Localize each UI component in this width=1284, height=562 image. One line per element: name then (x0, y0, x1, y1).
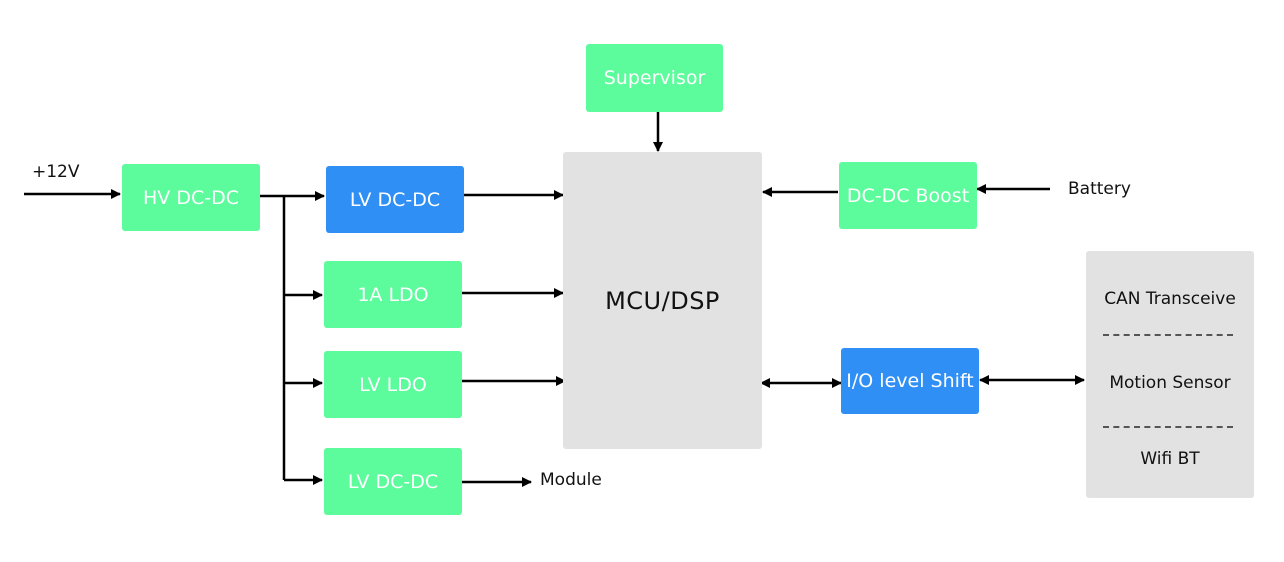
lv-dcdc-top-block: LV DC-DC (326, 166, 464, 233)
hv-dcdc-block: HV DC-DC (122, 164, 260, 231)
supervisor-block: Supervisor (586, 44, 723, 112)
lv-ldo-block: LV LDO (324, 351, 462, 418)
battery-label: Battery (1068, 179, 1131, 199)
peripheral-separator (1103, 334, 1233, 336)
peripheral-motion: Motion Sensor (1109, 373, 1231, 393)
module-label: Module (540, 470, 602, 490)
peripheral-wifi: Wifi BT (1140, 449, 1200, 469)
dcdc-boost-block: DC-DC Boost (839, 162, 977, 229)
mcu-dsp-block: MCU/DSP (563, 152, 762, 449)
input-voltage-label: +12V (32, 162, 80, 182)
peripheral-separator (1103, 426, 1233, 428)
peripheral-can: CAN Transceive (1104, 289, 1236, 309)
lv-dcdc-bottom-block: LV DC-DC (324, 448, 462, 515)
peripherals-panel: CAN Transceive Motion Sensor Wifi BT (1086, 251, 1254, 498)
ldo-1a-block: 1A LDO (324, 261, 462, 328)
io-level-shift-block: I/O level Shift (841, 348, 979, 414)
